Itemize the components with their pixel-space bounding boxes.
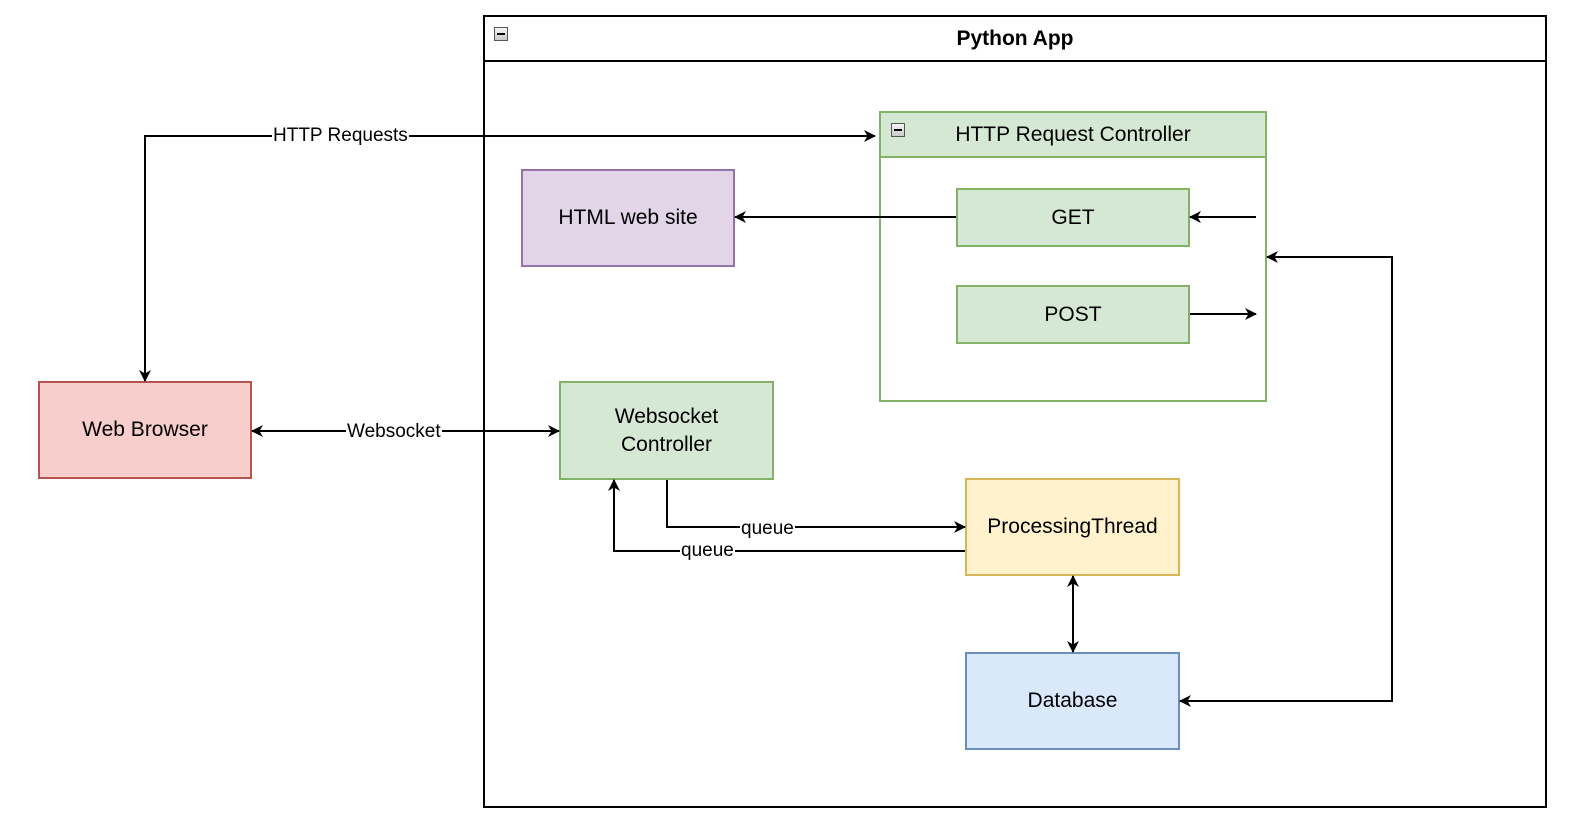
controller-database-connector (1179, 251, 1393, 707)
websocket-edge-label: Websocket (346, 421, 442, 443)
websocket-controller-node: Websocket Controller (559, 381, 774, 480)
collapse-icon[interactable] (891, 123, 905, 137)
queue-back-edge-label: queue (680, 540, 735, 562)
get-label: GET (1051, 205, 1095, 229)
processing-thread-node: ProcessingThread (965, 478, 1180, 576)
websocket-controller-label-line2: Controller (620, 432, 713, 456)
queue-back-connector (608, 479, 965, 552)
python-app-header: Python App (485, 17, 1545, 62)
web-browser-node: Web Browser (38, 381, 252, 479)
python-app-title: Python App (956, 26, 1074, 50)
http-request-controller-title: HTTP Request Controller (955, 122, 1191, 146)
queue-out-connector (666, 480, 966, 533)
post-label: POST (1044, 302, 1102, 326)
database-node: Database (965, 652, 1180, 750)
processing-thread-label: ProcessingThread (987, 515, 1158, 538)
http-requests-connector (139, 130, 876, 382)
post-node: POST (956, 285, 1190, 344)
collapse-icon[interactable] (494, 27, 508, 41)
http-requests-edge-label: HTTP Requests (272, 125, 409, 147)
web-browser-label: Web Browser (82, 418, 208, 441)
queue-out-edge-label: queue (740, 518, 795, 540)
websocket-controller-label-line1: Websocket (614, 404, 719, 428)
http-request-controller-header: HTTP Request Controller (881, 113, 1265, 158)
database-label: Database (1027, 689, 1118, 712)
